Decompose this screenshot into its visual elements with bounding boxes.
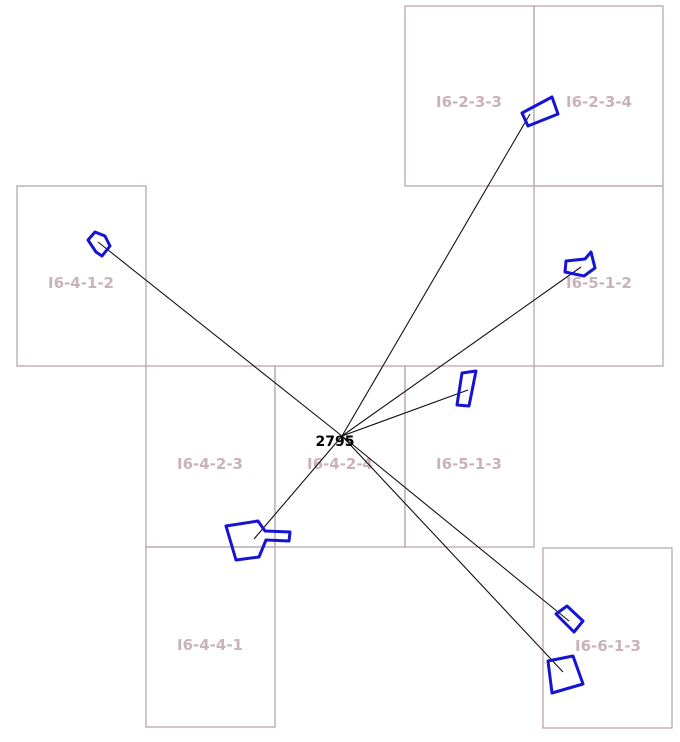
- tile-label: I6-4-2-4: [307, 455, 373, 473]
- tile-border: [533, 185, 664, 367]
- tile-label: I6-2-3-4: [566, 93, 632, 111]
- tile-label: I6-5-1-3: [436, 455, 502, 473]
- link-line: [341, 113, 531, 437]
- tile-border: [145, 546, 276, 728]
- tile-label: I6-4-1-2: [48, 274, 114, 292]
- parcel-shape[interactable]: [520, 95, 560, 128]
- tile-I6-2-3-3[interactable]: I6-2-3-3: [404, 5, 535, 187]
- link-line: [341, 266, 582, 437]
- tile-border: [404, 365, 535, 548]
- parcel-shape[interactable]: [86, 230, 112, 258]
- parcel-shape[interactable]: [563, 250, 597, 278]
- parcel-shape[interactable]: [546, 654, 585, 695]
- link-line: [341, 435, 570, 622]
- parcel-shape[interactable]: [554, 604, 585, 634]
- link-lines: [97, 113, 582, 673]
- link-line: [341, 389, 469, 437]
- tile-I6-4-4-1[interactable]: I6-4-4-1: [145, 546, 276, 728]
- tile-I6-4-1-2[interactable]: I6-4-1-2: [16, 185, 147, 367]
- tile-label: I6-4-2-3: [177, 455, 243, 473]
- center-label: 2795: [316, 434, 355, 450]
- parcel-shape[interactable]: [224, 519, 292, 562]
- tile-I6-4-2-4[interactable]: I6-4-2-4: [274, 365, 406, 548]
- tile-label: I6-4-4-1: [177, 636, 243, 654]
- tile-I6-5-1-2[interactable]: I6-5-1-2: [533, 185, 664, 367]
- tile-grid: I6-2-3-3 I6-2-3-4 I6-4-1-2 I6-5-1-2 I6-4…: [16, 5, 673, 729]
- tile-border: [542, 547, 673, 729]
- tile-label: I6-6-1-3: [575, 637, 641, 655]
- tile-label: I6-5-1-2: [566, 274, 632, 292]
- tile-border: [16, 185, 147, 367]
- link-line: [97, 241, 343, 437]
- link-line: [253, 435, 343, 540]
- parcel-shape[interactable]: [455, 369, 478, 408]
- tile-I6-6-1-3[interactable]: I6-6-1-3: [542, 547, 673, 729]
- tile-I6-2-3-4[interactable]: I6-2-3-4: [533, 5, 664, 187]
- link-line: [341, 435, 564, 673]
- tile-label: I6-2-3-3: [436, 93, 502, 111]
- parcels: [86, 95, 597, 695]
- tile-I6-5-1-3[interactable]: I6-5-1-3: [404, 365, 535, 548]
